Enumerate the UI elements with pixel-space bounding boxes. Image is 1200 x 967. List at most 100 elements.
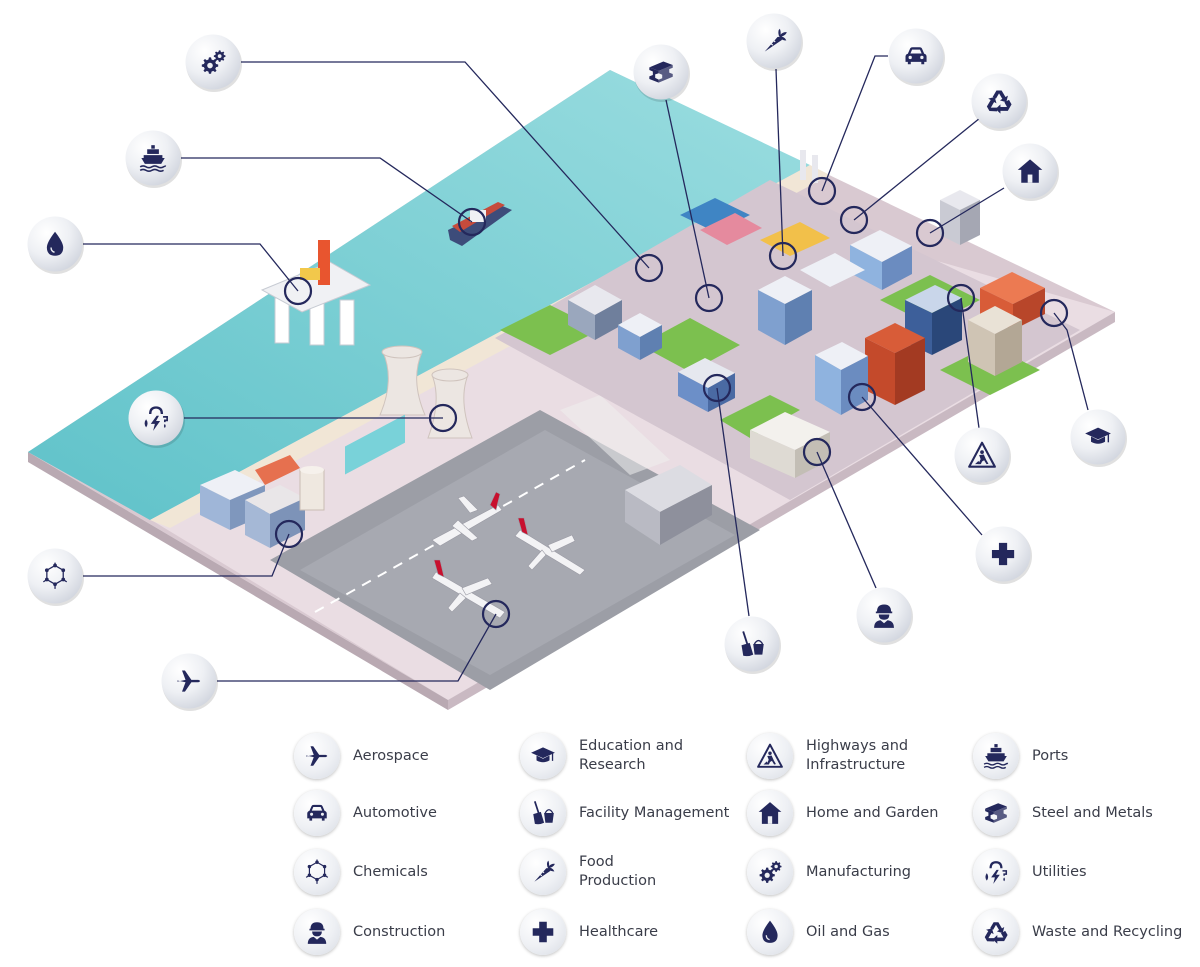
house-icon [1017,159,1043,183]
target-ring-graduation-cap [1039,298,1069,328]
legend-item-medical-cross: Healthcare [520,908,658,956]
leader-line-ship [181,157,473,223]
callout-oil-drop-icon[interactable] [27,216,85,275]
legend-item-road-work-sign: Highways and Infrastructure [747,732,908,780]
callout-molecule-icon[interactable] [27,548,85,607]
recycle-icon [986,90,1012,114]
legend-label: Waste and Recycling [1032,923,1183,940]
house-icon [747,790,793,836]
car-icon [905,47,927,65]
callout-graduation-cap-icon[interactable] [1070,409,1128,468]
target-ring-ship [457,207,487,237]
sea [28,70,810,520]
callout-steel-beam-icon[interactable] [633,44,691,103]
legend-item-ship: Ports [973,732,1068,780]
medical-cross-icon [520,909,566,955]
target-ring-recycle [839,205,869,235]
road-work-sign-icon [968,441,996,468]
recycle-icon [973,909,1019,955]
leader-line-molecule [83,533,290,577]
legend-item-house: Home and Garden [747,789,938,837]
target-ring-utilities [428,403,458,433]
airport-terminal [625,465,712,545]
steel-beam-icon [649,61,673,83]
leader-lines [83,55,1089,682]
chemical-plant [200,455,325,548]
legend-item-graduation-cap: Education and Research [520,732,683,780]
airplane-2 [514,517,586,576]
leader-line-car [821,55,888,192]
leader-line-carrot [775,68,784,257]
legend-label: Education and Research [579,738,684,773]
callout-house-icon[interactable] [1002,143,1060,202]
airplane-1 [431,491,503,547]
legend-label: Facility Management [579,804,730,821]
callout-icons [27,13,1128,712]
legend-item-oil-drop: Oil and Gas [747,908,890,956]
graduation-cap-icon [520,733,566,779]
broom-bucket-icon [520,790,566,836]
road-work-sign-icon [747,733,793,779]
medical-cross-icon [991,542,1015,566]
ship-icon [139,145,167,172]
leader-line-oil-drop [83,243,299,292]
legend-item-recycle: Waste and Recycling [973,908,1182,956]
leader-line-worker [816,451,877,589]
target-ring-medical-cross [847,382,877,412]
target-ring-steel-beam [694,283,724,313]
callout-ship-icon[interactable] [125,130,183,189]
target-ring-road-work-sign [946,283,976,313]
carrot-icon [764,28,787,52]
steel-beam-icon [973,790,1019,836]
legend-label: Ports [1032,747,1069,764]
legend-item-gears: Manufacturing [747,848,911,896]
legend-label: Automotive [353,804,437,821]
callout-airplane-icon[interactable] [161,653,219,712]
legend-item-molecule: Chemicals [294,848,428,896]
legend-item-airplane: Aerospace [294,732,429,780]
legend-item-worker: Construction [294,908,445,956]
callout-utilities-icon[interactable] [128,390,186,449]
molecule-icon [42,562,68,589]
car-icon [294,790,340,836]
airplane-icon [294,733,340,779]
callout-road-work-sign-icon[interactable] [954,427,1012,486]
oil-drop-icon [747,909,793,955]
legend-label: Home and Garden [806,804,939,821]
callout-gears-icon[interactable] [185,34,243,93]
target-ring-airplane [481,599,511,629]
molecule-icon [294,849,340,895]
legend-label: Utilities [1032,863,1087,880]
target-ring-car [807,176,837,206]
callout-carrot-icon[interactable] [746,13,804,72]
utilities-icon [973,849,1019,895]
utilities-icon [144,406,168,431]
target-ring-carrot [768,241,798,271]
target-ring-broom-bucket [702,373,732,403]
leader-line-airplane [217,613,497,682]
worker-icon [874,604,894,628]
callout-car-icon[interactable] [888,28,946,87]
target-ring-worker [802,437,832,467]
legend-label: Oil and Gas [806,923,890,940]
worker-icon [294,909,340,955]
callout-broom-bucket-icon[interactable] [724,616,782,675]
legend-item-car: Automotive [294,789,437,837]
leader-line-steel-beam [665,99,710,299]
legend-label: Steel and Metals [1032,804,1153,821]
legend-label: Construction [353,923,446,940]
callout-worker-icon[interactable] [856,587,914,646]
callout-recycle-icon[interactable] [971,73,1029,132]
target-ring-gears [634,253,664,283]
carrot-icon [520,849,566,895]
legend-item-carrot: Food Production [520,848,656,896]
legend-item-broom-bucket: Facility Management [520,789,729,837]
legend-item-steel-beam: Steel and Metals [973,789,1153,837]
oil-drop-icon [46,231,64,256]
gears-icon [201,50,226,74]
legend-label: Aerospace [353,747,429,764]
callout-medical-cross-icon[interactable] [975,526,1033,585]
leader-line-recycle [853,117,981,221]
